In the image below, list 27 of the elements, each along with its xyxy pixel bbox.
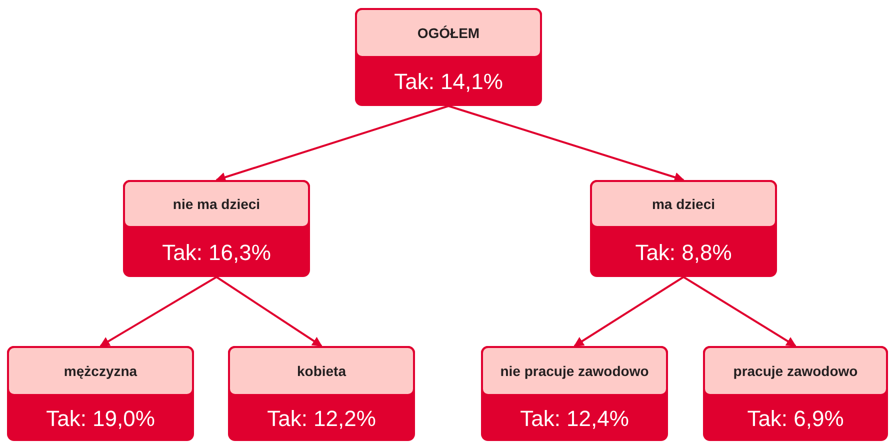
node-card [481, 346, 668, 441]
arrow [682, 276, 796, 347]
category-header: nie pracuje zawodowo [481, 346, 668, 396]
category-header: OGÓŁEM [355, 8, 542, 58]
value-text: Tak: 16,3% [162, 240, 271, 266]
value-text: Tak: 12,4% [520, 406, 629, 432]
category-header: nie ma dzieci [123, 180, 310, 228]
value-text: Tak: 12,2% [267, 406, 376, 432]
arrow [216, 276, 322, 347]
value-text: Tak: 8,8% [635, 240, 732, 266]
category-header: kobieta [228, 346, 415, 396]
node-card [590, 180, 777, 277]
node-card [123, 180, 310, 277]
value-text: Tak: 14,1% [394, 69, 503, 95]
arrow [448, 105, 684, 182]
category-header: ma dzieci [590, 180, 777, 228]
node-card [703, 346, 888, 441]
node-card [228, 346, 415, 441]
value-text: Tak: 6,9% [747, 406, 844, 432]
node-card [7, 346, 194, 441]
node-card [355, 8, 542, 106]
arrow [100, 276, 218, 347]
value-text: Tak: 19,0% [46, 406, 155, 432]
category-header: pracuje zawodowo [703, 346, 888, 396]
category-header: mężczyzna [7, 346, 194, 396]
arrow [574, 276, 684, 347]
arrow [216, 105, 449, 182]
